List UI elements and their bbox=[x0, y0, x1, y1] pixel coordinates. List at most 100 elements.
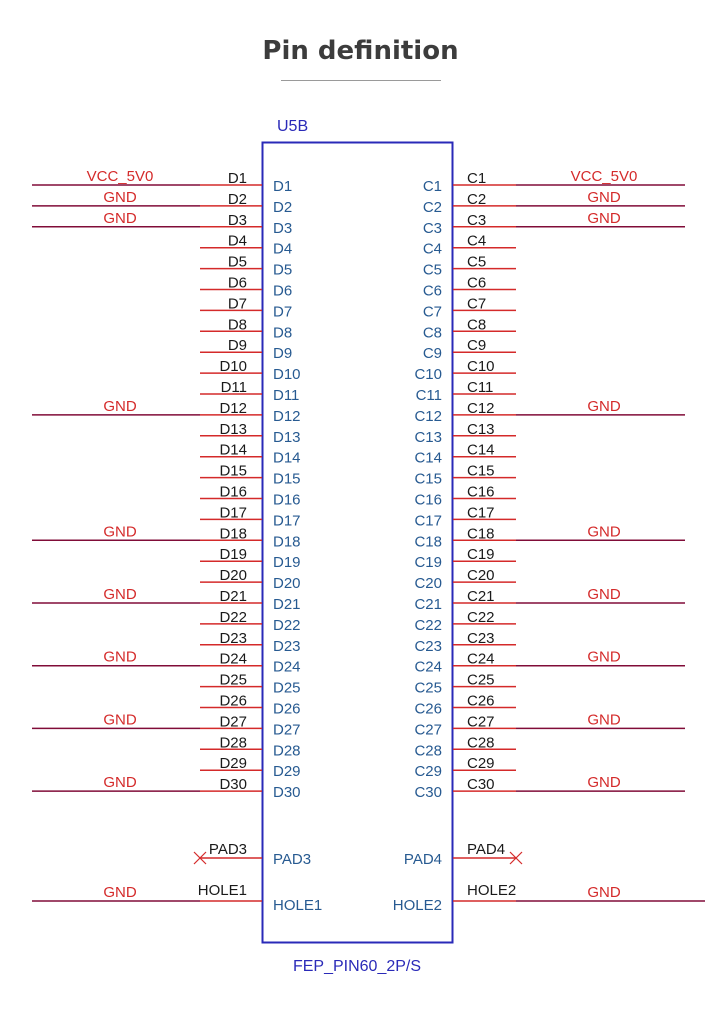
pin-name: D1 bbox=[273, 178, 292, 195]
net-label-gnd: GND bbox=[587, 398, 621, 415]
component-reference: U5B bbox=[277, 118, 308, 135]
net-label-gnd: GND bbox=[103, 210, 137, 227]
net-label-gnd: GND bbox=[587, 210, 621, 227]
pin-name: C8 bbox=[423, 324, 442, 341]
pin-number: C4 bbox=[467, 233, 486, 250]
pin-number: C9 bbox=[467, 337, 486, 354]
pin-name: D22 bbox=[273, 617, 301, 634]
pin-name: D2 bbox=[273, 199, 292, 216]
pin-number: C3 bbox=[467, 212, 486, 229]
hole-name: HOLE1 bbox=[273, 897, 322, 914]
pin-number: C2 bbox=[467, 191, 486, 208]
pin-number: D26 bbox=[219, 693, 247, 710]
pin-name: C12 bbox=[414, 408, 442, 425]
net-label-vcc-5v0: VCC_5V0 bbox=[571, 168, 638, 185]
pad-number: PAD3 bbox=[209, 841, 247, 858]
pin-number: D30 bbox=[219, 776, 247, 793]
pin-number: C1 bbox=[467, 170, 486, 187]
pin-number: C24 bbox=[467, 651, 495, 668]
pad-name: PAD3 bbox=[273, 851, 311, 868]
pin-number: D20 bbox=[219, 567, 247, 584]
net-label-gnd: GND bbox=[103, 774, 137, 791]
pin-name: D16 bbox=[273, 492, 301, 509]
net-label-gnd: GND bbox=[103, 586, 137, 603]
pin-name: D9 bbox=[273, 345, 292, 362]
pin-number: D8 bbox=[228, 316, 247, 333]
pin-number: D15 bbox=[219, 463, 247, 480]
no-connect-mark bbox=[509, 851, 523, 865]
pin-name: D23 bbox=[273, 638, 301, 655]
pin-name: D21 bbox=[273, 596, 301, 613]
pin-number: C25 bbox=[467, 672, 495, 689]
pin-number: C11 bbox=[467, 379, 493, 396]
net-label-gnd: GND bbox=[103, 884, 137, 901]
pin-name: D29 bbox=[273, 763, 301, 780]
pin-name: D5 bbox=[273, 262, 292, 279]
pin-number: C18 bbox=[467, 525, 495, 542]
net-label-gnd: GND bbox=[587, 711, 621, 728]
title-underline bbox=[281, 80, 441, 81]
pin-name: D20 bbox=[273, 575, 301, 592]
net-label-gnd: GND bbox=[587, 649, 621, 666]
pin-number: D23 bbox=[219, 630, 247, 647]
pin-number: C16 bbox=[467, 484, 495, 501]
pin-number: D7 bbox=[228, 295, 247, 312]
pin-name: C5 bbox=[423, 262, 442, 279]
pin-number: D19 bbox=[219, 546, 247, 563]
pin-number: D21 bbox=[219, 588, 247, 605]
pin-number: D24 bbox=[219, 651, 247, 668]
pin-name: C13 bbox=[414, 429, 442, 446]
pin-name: C22 bbox=[414, 617, 442, 634]
pin-name: C18 bbox=[414, 533, 442, 550]
pin-number: C13 bbox=[467, 421, 495, 438]
pin-number: C29 bbox=[467, 755, 495, 772]
pin-number: C28 bbox=[467, 734, 495, 751]
pin-number: D11 bbox=[221, 379, 247, 396]
pin-number: D6 bbox=[228, 275, 247, 292]
no-connect-mark bbox=[193, 851, 207, 865]
pin-name: C16 bbox=[414, 492, 442, 509]
pin-name: D18 bbox=[273, 533, 301, 550]
pin-number: D5 bbox=[228, 254, 247, 271]
pin-number: D4 bbox=[228, 233, 247, 250]
net-label-gnd: GND bbox=[103, 649, 137, 666]
pin-number: C12 bbox=[467, 400, 495, 417]
pin-number: C30 bbox=[467, 776, 495, 793]
net-label-gnd: GND bbox=[103, 398, 137, 415]
pin-name: D26 bbox=[273, 701, 301, 718]
pin-name: C14 bbox=[414, 450, 442, 467]
pin-name: D19 bbox=[273, 554, 301, 571]
pin-number: C26 bbox=[467, 693, 495, 710]
net-label-gnd: GND bbox=[587, 774, 621, 791]
pin-name: C9 bbox=[423, 345, 442, 362]
pin-number: C27 bbox=[467, 713, 495, 730]
pin-name: D27 bbox=[273, 721, 301, 738]
pin-number: C5 bbox=[467, 254, 486, 271]
component-footprint: FEP_PIN60_2P/S bbox=[293, 958, 421, 975]
pin-name: C1 bbox=[423, 178, 442, 195]
pin-name: C15 bbox=[414, 471, 442, 488]
pin-number: C20 bbox=[467, 567, 495, 584]
net-label-gnd: GND bbox=[103, 711, 137, 728]
component-body bbox=[261, 141, 454, 944]
pin-number: D22 bbox=[219, 609, 247, 626]
pin-name: C4 bbox=[423, 241, 442, 258]
pin-number: D29 bbox=[219, 755, 247, 772]
hole-name: HOLE2 bbox=[393, 897, 442, 914]
pin-number: D13 bbox=[219, 421, 247, 438]
pin-name: D8 bbox=[273, 324, 292, 341]
pin-name: D4 bbox=[273, 241, 292, 258]
pin-number: C14 bbox=[467, 442, 495, 459]
pin-number: D1 bbox=[228, 170, 247, 187]
pin-name: D24 bbox=[273, 659, 301, 676]
pin-number: C7 bbox=[467, 295, 486, 312]
pin-name: C11 bbox=[416, 387, 442, 404]
pin-number: D3 bbox=[228, 212, 247, 229]
net-label-gnd: GND bbox=[587, 586, 621, 603]
pin-name: C27 bbox=[414, 721, 442, 738]
pin-number: D17 bbox=[219, 504, 247, 521]
pin-number: C22 bbox=[467, 609, 495, 626]
pin-number: C17 bbox=[467, 504, 495, 521]
net-label-gnd: GND bbox=[587, 884, 621, 901]
